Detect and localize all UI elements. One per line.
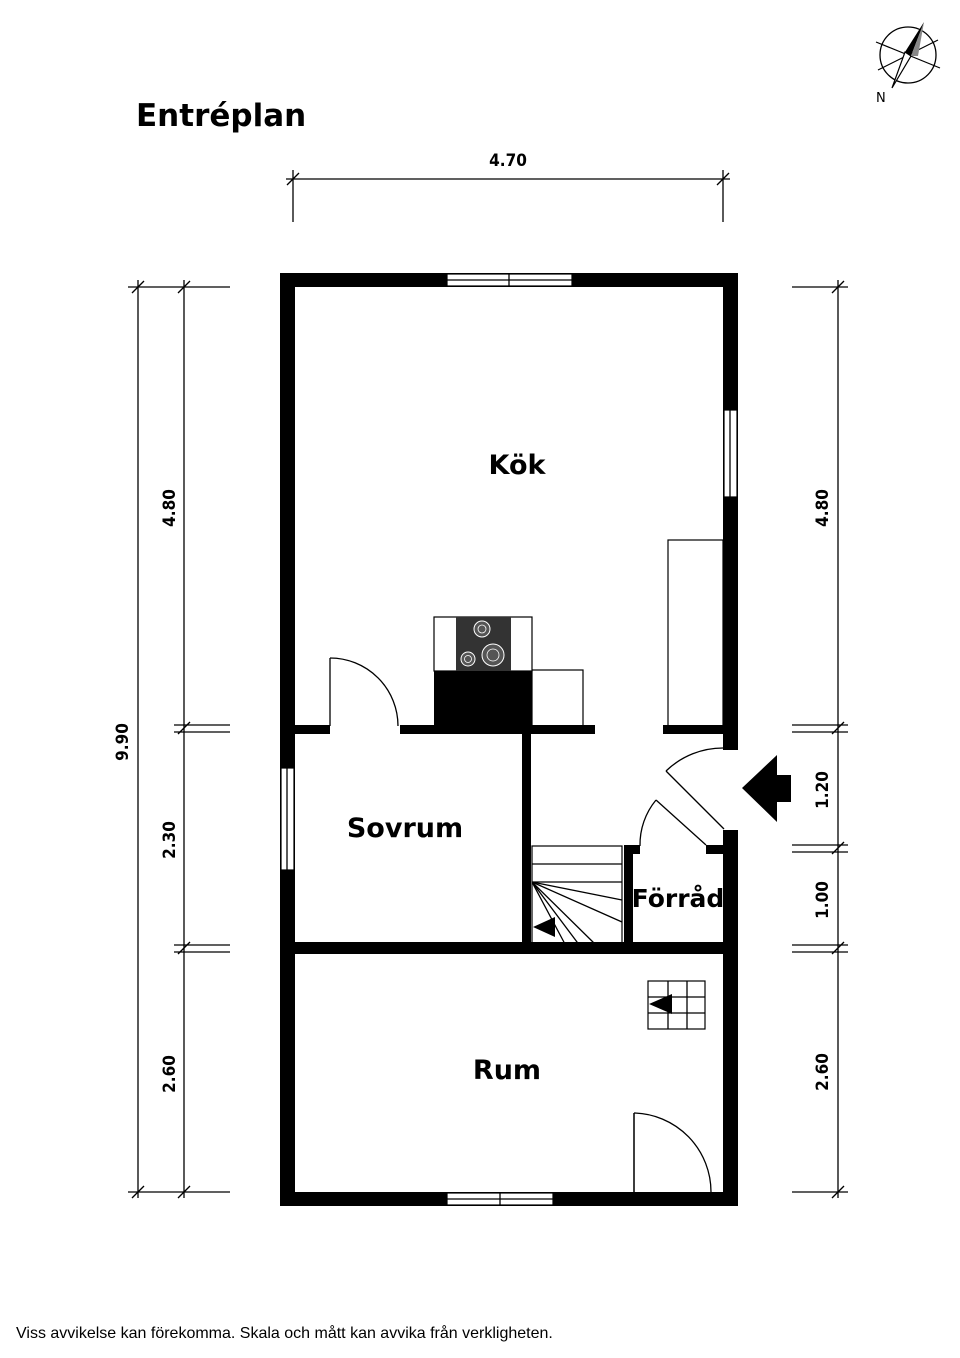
left-total-height-label: 9.90: [113, 723, 133, 761]
staircase: [531, 845, 623, 947]
window-kitchen-right: [723, 409, 738, 498]
room-label-kitchen: Kök: [489, 450, 547, 481]
door-bedroom: [329, 657, 399, 727]
north-arrow-icon: [875, 22, 941, 89]
floor-hatch: [647, 980, 706, 1030]
right-kitchen-height-label: 4.80: [813, 489, 833, 527]
door-storage: [639, 799, 707, 847]
entrance-arrow-icon: [742, 755, 791, 822]
walls: [280, 273, 738, 1206]
right-storage-height-label: 1.00: [813, 881, 833, 919]
stove-icon: [456, 617, 511, 671]
window-room-bottom: [446, 1192, 554, 1206]
disclaimer-text: Viss avvikelse kan förekomma. Skala och …: [16, 1325, 553, 1342]
right-room-height-label: 2.60: [813, 1053, 833, 1091]
left-dimension-lines: [128, 280, 230, 1199]
compass-north-label: N: [876, 91, 886, 106]
right-dimension-lines: [792, 280, 848, 1199]
window-bedroom: [280, 767, 295, 871]
room-label-room: Rum: [473, 1055, 541, 1086]
door-entrance: [665, 747, 725, 830]
room-label-storage: Förråd: [632, 884, 725, 913]
left-bedroom-height-label: 2.30: [160, 821, 180, 859]
top-width-label: 4.70: [489, 151, 527, 171]
left-kitchen-height-label: 4.80: [160, 489, 180, 527]
room-label-bedroom: Sovrum: [347, 813, 463, 844]
floor-title: Entréplan: [136, 98, 306, 134]
left-room-height-label: 2.60: [160, 1055, 180, 1093]
door-room: [633, 1112, 712, 1206]
window-kitchen-top: [446, 273, 573, 287]
right-entry-height-label: 1.20: [813, 771, 833, 809]
top-dimension-line: [286, 170, 730, 222]
